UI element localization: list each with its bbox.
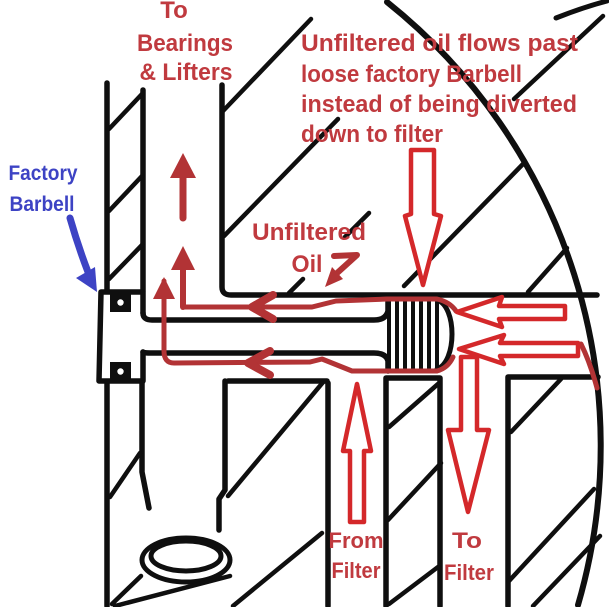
lower-gallery-flow-line bbox=[161, 278, 456, 374]
block-outer-arc bbox=[384, 0, 604, 607]
unfiltered-oil-line2: Oil bbox=[292, 251, 323, 278]
note-line3: instead of being diverted bbox=[301, 91, 577, 118]
from-filter-line2: Filter bbox=[332, 558, 381, 583]
inflow-arrow-upper bbox=[454, 294, 568, 330]
oil-flow-lines bbox=[161, 174, 600, 391]
to-filter-line2: Filter bbox=[444, 560, 494, 585]
cap-screws bbox=[110, 293, 131, 381]
tube-mouth-inner bbox=[148, 538, 224, 574]
to-bearings-line3: & Lifters bbox=[140, 59, 233, 86]
z-arrowhead bbox=[325, 267, 343, 287]
barbell-piston-ribs bbox=[387, 296, 439, 372]
note-line1: Unfiltered oil flows past bbox=[301, 30, 578, 57]
unfiltered-oil-label: Unfiltered Oil bbox=[252, 219, 366, 278]
to-bearings-line2: Bearings bbox=[137, 30, 233, 57]
to-filter-down-arrow bbox=[445, 354, 492, 515]
from-filter-up-arrow bbox=[340, 381, 374, 525]
cap-screw-dot-top bbox=[117, 299, 124, 306]
down-tube-right-wall bbox=[216, 378, 228, 533]
note-line2: loose factory Barbell bbox=[301, 61, 522, 88]
callout-arrow-shaft bbox=[66, 214, 92, 276]
callout-arrowhead bbox=[76, 267, 97, 292]
up-arrowhead-mid bbox=[171, 246, 195, 270]
down-tube-left-wall bbox=[139, 380, 152, 511]
note-down-arrow bbox=[402, 147, 444, 288]
from-filter-label: From Filter bbox=[329, 528, 384, 583]
to-filter-line1: To bbox=[452, 528, 482, 553]
block-corner-curve bbox=[553, 0, 609, 21]
note-label: Unfiltered oil flows past loose factory … bbox=[301, 30, 578, 148]
upper-gallery-flow-line bbox=[180, 296, 459, 314]
factory-barbell-line1: Factory bbox=[9, 162, 78, 185]
arc-feed-line bbox=[578, 341, 600, 391]
barbell-shaft-bottom bbox=[140, 349, 391, 374]
left-chevron-lower bbox=[244, 347, 274, 379]
to-bearings-label: To Bearings & Lifters bbox=[137, 0, 233, 86]
up-arrowhead-low bbox=[153, 277, 175, 299]
left-chevron-upper bbox=[248, 291, 277, 323]
tube-mouth-outer bbox=[139, 535, 233, 585]
barbell-shaft-top bbox=[140, 296, 391, 323]
unfiltered-oil-z-arrow bbox=[331, 252, 360, 277]
inflow-arrow-lower bbox=[456, 332, 581, 367]
engine-block-drawing bbox=[96, 0, 609, 607]
unfiltered-oil-line1: Unfiltered bbox=[252, 219, 366, 246]
note-line4: down to filter bbox=[301, 121, 443, 148]
gallery-wall-and-bore-top bbox=[219, 82, 600, 298]
factory-barbell-line2: Barbell bbox=[10, 193, 75, 216]
factory-barbell-label: Factory Barbell bbox=[9, 162, 78, 216]
hollow-arrows bbox=[340, 147, 581, 525]
block-right-outline bbox=[505, 374, 601, 607]
factory-barbell-callout bbox=[66, 214, 97, 292]
hatch-lines bbox=[106, 13, 606, 607]
block-a-top-and-wall bbox=[225, 378, 331, 607]
cap-screw-dot-bottom bbox=[117, 368, 124, 375]
to-filter-label: To Filter bbox=[444, 528, 494, 585]
flow-arrowheads bbox=[153, 153, 343, 299]
to-bearings-line1: To bbox=[160, 0, 188, 24]
red-labels: To Bearings & Lifters Unfiltered oil flo… bbox=[137, 0, 578, 585]
up-arrowhead-top bbox=[170, 153, 196, 178]
from-filter-line1: From bbox=[329, 528, 384, 553]
